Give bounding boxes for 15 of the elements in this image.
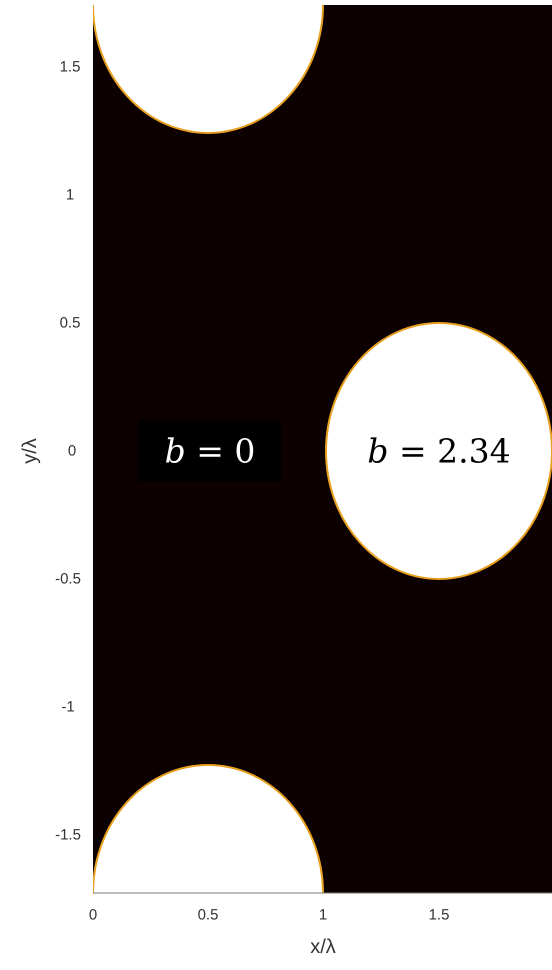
tick-label: 0 xyxy=(88,908,98,922)
tick-label: 1 xyxy=(66,188,74,202)
axis-label: x/λ xyxy=(310,937,336,957)
parameter-label: b = 0 xyxy=(138,420,282,482)
tick-label: 1.5 xyxy=(60,60,80,74)
tick-label: 1 xyxy=(318,908,328,922)
tick-label: 0.5 xyxy=(60,316,80,330)
tick-label: -1.5 xyxy=(55,828,81,842)
tick-label: -1 xyxy=(61,700,75,714)
axis-label: y/λ xyxy=(20,438,40,464)
tick-label: 0 xyxy=(68,444,76,458)
tick-label: -0.5 xyxy=(55,572,81,586)
parameter-label: b = 2.34 xyxy=(367,434,511,468)
tick-label: 1.5 xyxy=(428,908,450,922)
tick-label: 0.5 xyxy=(198,908,218,922)
